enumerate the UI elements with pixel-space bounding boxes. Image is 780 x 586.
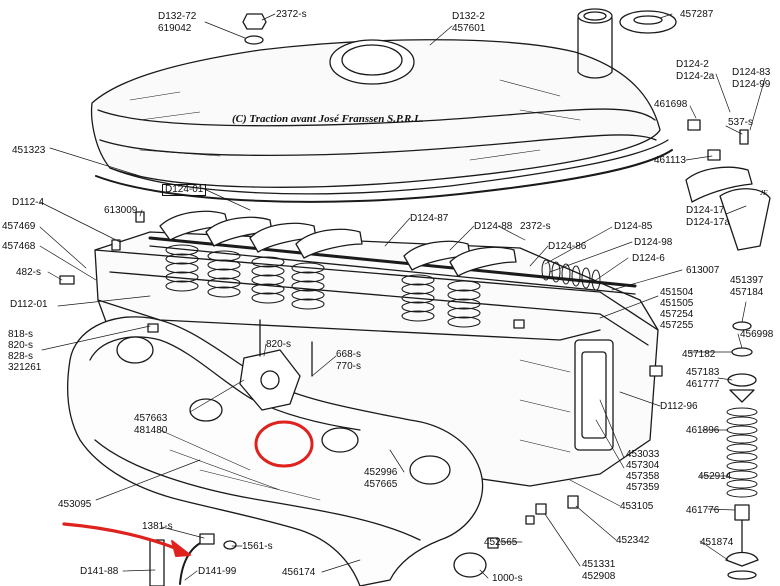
pipe-fitting bbox=[149, 533, 237, 586]
part-label: 457184 bbox=[730, 287, 764, 298]
part-label: 613007 bbox=[686, 265, 720, 276]
part-label: 481480 bbox=[134, 425, 168, 436]
part-label: 461113 bbox=[654, 155, 686, 166]
part-label: 451397 bbox=[730, 275, 764, 286]
part-label: 456174 bbox=[282, 567, 316, 578]
part-label: D124-2 bbox=[676, 59, 709, 70]
part-label: 457469 bbox=[2, 221, 36, 232]
part-label: 2372-s bbox=[520, 221, 551, 232]
filler-cap bbox=[619, 10, 677, 34]
part-label: D124-17a bbox=[686, 217, 730, 228]
part-label: D132-2 bbox=[452, 11, 485, 22]
part-label: 457304 bbox=[626, 460, 660, 471]
part-label: 452565 bbox=[484, 537, 518, 548]
part-label: 452342 bbox=[616, 535, 650, 546]
part-label: D124-17 bbox=[686, 205, 725, 216]
part-label: D141-88 bbox=[80, 566, 119, 577]
part-label: 820-s bbox=[266, 339, 292, 350]
leader-lines bbox=[39, 13, 766, 581]
part-label: 1561-s bbox=[242, 541, 273, 552]
part-label: D124-85 bbox=[614, 221, 653, 232]
part-label: D141-99 bbox=[198, 566, 237, 577]
part-label: D124-01 bbox=[162, 184, 207, 196]
part-label: 457255 bbox=[660, 320, 694, 331]
valve-assembly bbox=[725, 321, 759, 580]
part-label: 461776 bbox=[686, 505, 720, 516]
part-label: D112-01 bbox=[10, 299, 48, 310]
part-label: D112-96 bbox=[660, 401, 698, 412]
highlight-arrow bbox=[62, 522, 191, 557]
part-label: 482-s bbox=[16, 267, 42, 278]
artist-signature: JF bbox=[760, 189, 768, 197]
rocker-detail bbox=[685, 119, 771, 251]
part-label: 457359 bbox=[626, 482, 660, 493]
part-label: 828-s bbox=[8, 351, 34, 362]
part-label: 451874 bbox=[700, 537, 734, 548]
part-label: 457182 bbox=[682, 349, 716, 360]
part-label: 452908 bbox=[582, 571, 616, 582]
part-label: 461698 bbox=[654, 99, 688, 110]
part-label: 456998 bbox=[740, 329, 774, 340]
part-label: 457601 bbox=[452, 23, 486, 34]
part-label: 457358 bbox=[626, 471, 660, 482]
part-label: 452914 bbox=[698, 471, 732, 482]
part-label: D124-86 bbox=[548, 241, 587, 252]
part-label: 452996 bbox=[364, 467, 398, 478]
part-label: 619042 bbox=[158, 23, 192, 34]
part-label: 453095 bbox=[58, 499, 92, 510]
part-label: D124-87 bbox=[410, 213, 449, 224]
shaft-spring bbox=[541, 259, 601, 291]
part-label: 461896 bbox=[686, 425, 720, 436]
copyright-credit: (C) Traction avant José Franssen S.P.R.L… bbox=[232, 113, 424, 125]
part-label: 613009 bbox=[104, 205, 138, 216]
rocker-shaft bbox=[148, 236, 637, 288]
part-label: D124-99 bbox=[732, 79, 771, 90]
part-label: 457254 bbox=[660, 309, 694, 320]
exhaust-manifold bbox=[67, 316, 487, 586]
part-label: 2372-s bbox=[276, 9, 307, 20]
part-label: 453105 bbox=[620, 501, 654, 512]
part-label: 457183 bbox=[686, 367, 720, 378]
part-label: D112-4 bbox=[12, 197, 45, 208]
part-label: 451323 bbox=[12, 145, 46, 156]
part-label: 537-s bbox=[728, 117, 754, 128]
rocker-arms bbox=[159, 210, 517, 277]
part-label: 770-s bbox=[336, 361, 362, 372]
rocker-cover bbox=[90, 8, 673, 203]
manifold-flange bbox=[239, 319, 313, 411]
part-label: 668-s bbox=[336, 349, 362, 360]
part-label: D124-83 bbox=[732, 67, 771, 78]
part-label: 1381-s bbox=[142, 521, 173, 532]
part-label: 1000-s bbox=[492, 573, 523, 584]
valve-springs bbox=[165, 244, 481, 328]
part-label: 321261 bbox=[8, 362, 42, 373]
highlight-circle bbox=[254, 420, 314, 468]
part-label: D124-6 bbox=[632, 253, 665, 264]
cover-nut bbox=[242, 13, 267, 45]
part-label: D124-98 bbox=[634, 237, 673, 248]
part-label: 820-s bbox=[8, 340, 34, 351]
part-label: 818-s bbox=[8, 329, 34, 340]
part-label: D124-2a bbox=[676, 71, 715, 82]
part-label: 451504 bbox=[660, 287, 694, 298]
head-studs bbox=[59, 211, 663, 549]
part-label: 457287 bbox=[680, 9, 714, 20]
part-label: 461777 bbox=[686, 379, 720, 390]
part-label: 457663 bbox=[134, 413, 168, 424]
part-label: 451331 bbox=[582, 559, 616, 570]
part-label: 451505 bbox=[660, 298, 694, 309]
part-label: 457665 bbox=[364, 479, 398, 490]
part-label: 453033 bbox=[626, 449, 660, 460]
part-label: D124-88 bbox=[474, 221, 513, 232]
part-label: 457468 bbox=[2, 241, 36, 252]
part-label: D132-72 bbox=[158, 11, 197, 22]
